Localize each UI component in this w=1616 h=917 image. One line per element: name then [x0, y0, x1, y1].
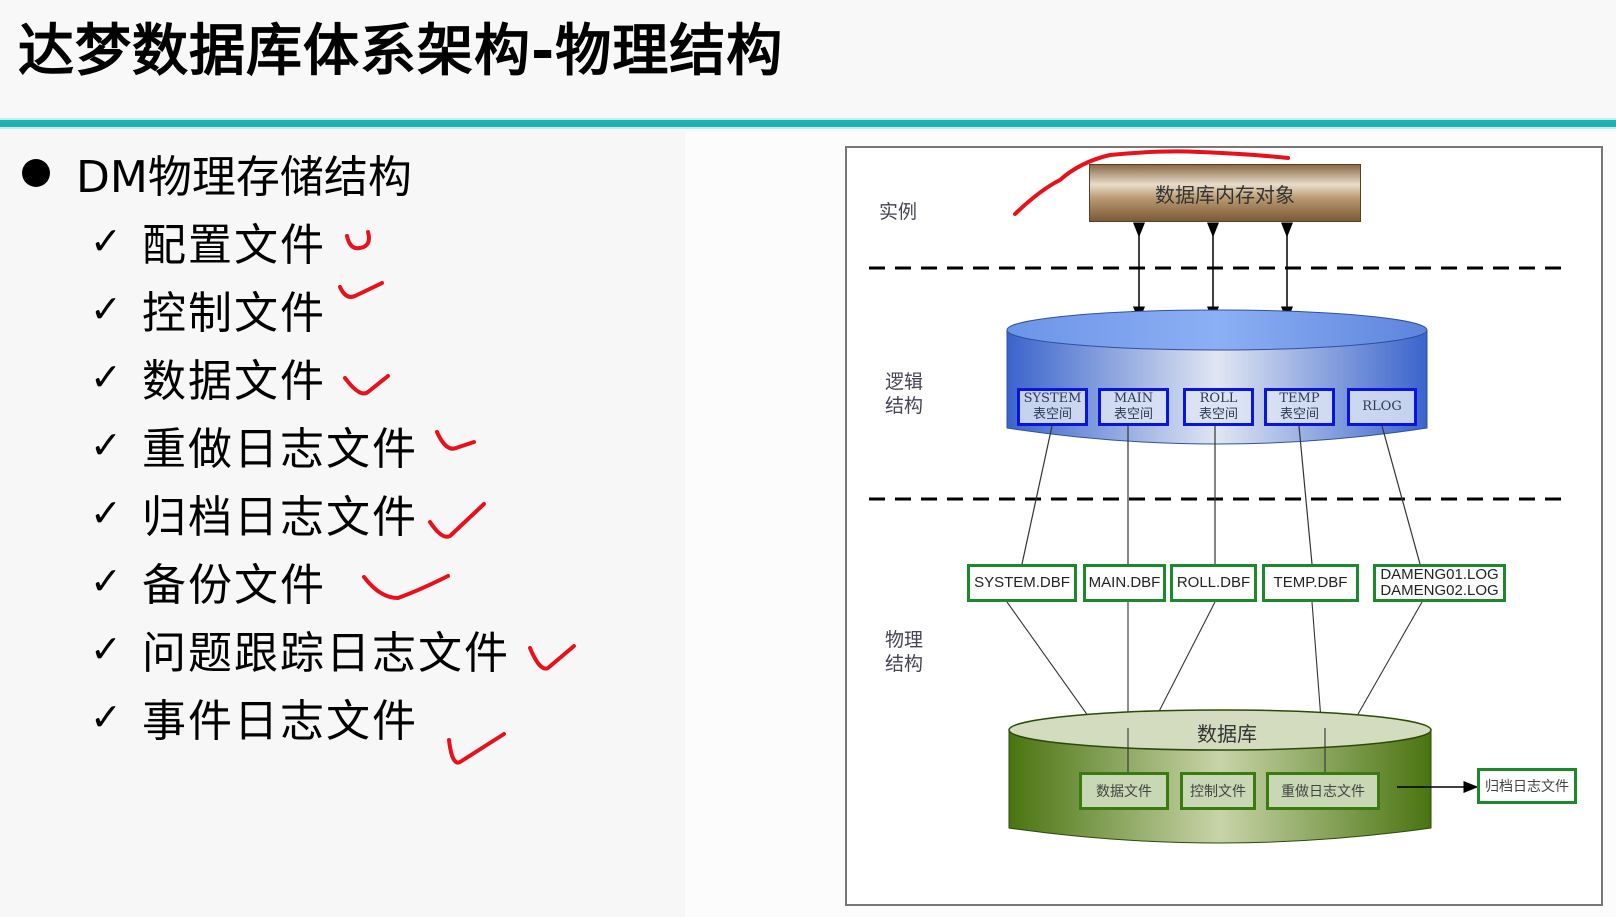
tablespace-sub: 表空间 [1032, 407, 1072, 422]
slide-title: 达梦数据库体系架构-物理结构 [18, 19, 784, 84]
layer-label-line: 逻辑 [885, 371, 924, 393]
file-name: ROLL.DBF [1176, 574, 1251, 591]
checkmark-icon: ✓ [90, 695, 122, 739]
tablespace-name: SYSTEM [1023, 391, 1082, 406]
file-name: DAMENG01.LOG [1380, 566, 1499, 583]
checkmark-icon: ✓ [90, 559, 122, 603]
tablespace-temp: TEMP 表空间 [1264, 388, 1335, 426]
check-list: ✓ 配置文件 ✓ 控制文件 ✓ 数据文件 ✓ 重做日志文件 ✓ 归档日志文件 ✓… [90, 207, 510, 751]
tablespace-sub: 表空间 [1198, 407, 1238, 422]
tablespace-name: RLOG [1362, 399, 1402, 414]
architecture-diagram: 实例 逻辑 结构 物理 结构 数据库内存对象 SYSTEM 表空间 MAIN 表… [845, 146, 1603, 906]
list-item: ✓ 问题跟踪日志文件 [90, 615, 510, 683]
layer-label-line: 物理 [885, 629, 924, 651]
checkmark-icon: ✓ [90, 627, 122, 671]
tablespace-main: MAIN 表空间 [1098, 388, 1169, 426]
file-main-dbf: MAIN.DBF [1083, 564, 1166, 602]
title-divider [0, 120, 1616, 127]
database-label: 数据库 [1197, 722, 1257, 746]
file-name: DAMENG02.LOG [1380, 582, 1499, 599]
list-item: ✓ 配置文件 [90, 207, 510, 275]
checkmark-icon: ✓ [90, 355, 122, 399]
checkmark-icon: ✓ [90, 219, 122, 263]
list-item: ✓ 事件日志文件 [90, 683, 510, 751]
layer-label-logical: 逻辑 结构 [885, 370, 923, 418]
tablespace-roll: ROLL 表空间 [1183, 388, 1254, 426]
tablespace-name: ROLL [1199, 391, 1238, 406]
list-item-label: 备份文件 [142, 560, 326, 611]
tablespace-rlog: RLOG [1347, 388, 1417, 426]
file-name: TEMP.DBF [1273, 574, 1348, 591]
tablespace-name: MAIN [1113, 391, 1154, 406]
list-item: ✓ 备份文件 [90, 547, 510, 615]
file-name: SYSTEM.DBF [974, 574, 1070, 591]
tablespace-system: SYSTEM 表空间 [1017, 388, 1088, 426]
file-system-dbf: SYSTEM.DBF [967, 564, 1077, 602]
checkmark-icon: ✓ [90, 287, 122, 331]
db-data-files: 数据文件 [1079, 772, 1169, 810]
layer-label-physical: 物理 结构 [885, 628, 923, 676]
memory-object-box: 数据库内存对象 [1089, 164, 1361, 222]
list-item-label: 控制文件 [142, 288, 326, 339]
list-item-label: 问题跟踪日志文件 [142, 628, 510, 679]
bullet-icon [22, 159, 50, 187]
list-item: ✓ 重做日志文件 [90, 411, 510, 479]
tablespace-name: TEMP [1279, 391, 1320, 406]
list-item: ✓ 归档日志文件 [90, 479, 510, 547]
layer-label-instance: 实例 [879, 201, 918, 223]
layer-label-line: 结构 [885, 395, 924, 417]
archive-log-box: 归档日志文件 [1477, 768, 1577, 804]
list-item-label: 配置文件 [142, 220, 326, 271]
file-roll-dbf: ROLL.DBF [1170, 564, 1257, 602]
list-item-label: 数据文件 [142, 356, 326, 407]
file-temp-dbf: TEMP.DBF [1262, 564, 1359, 602]
list-item: ✓ 控制文件 [90, 275, 510, 343]
tablespace-sub: 表空间 [1113, 407, 1153, 422]
outline-heading: DM物理存储结构 [22, 145, 412, 203]
list-item-label: 重做日志文件 [142, 424, 418, 475]
list-item: ✓ 数据文件 [90, 343, 510, 411]
list-item-label: 归档日志文件 [142, 492, 418, 543]
left-pane [0, 132, 685, 917]
db-redo-log-files: 重做日志文件 [1266, 772, 1380, 810]
checkmark-icon: ✓ [90, 491, 122, 535]
db-control-files: 控制文件 [1180, 772, 1256, 810]
file-redo-logs: DAMENG01.LOG DAMENG02.LOG [1373, 564, 1506, 602]
tablespace-sub: 表空间 [1279, 407, 1319, 422]
checkmark-icon: ✓ [90, 423, 122, 467]
list-item-label: 事件日志文件 [142, 696, 418, 747]
layer-label-line: 结构 [885, 653, 924, 675]
file-name: MAIN.DBF [1088, 574, 1161, 591]
outline-heading-text: DM物理存储结构 [76, 152, 412, 203]
